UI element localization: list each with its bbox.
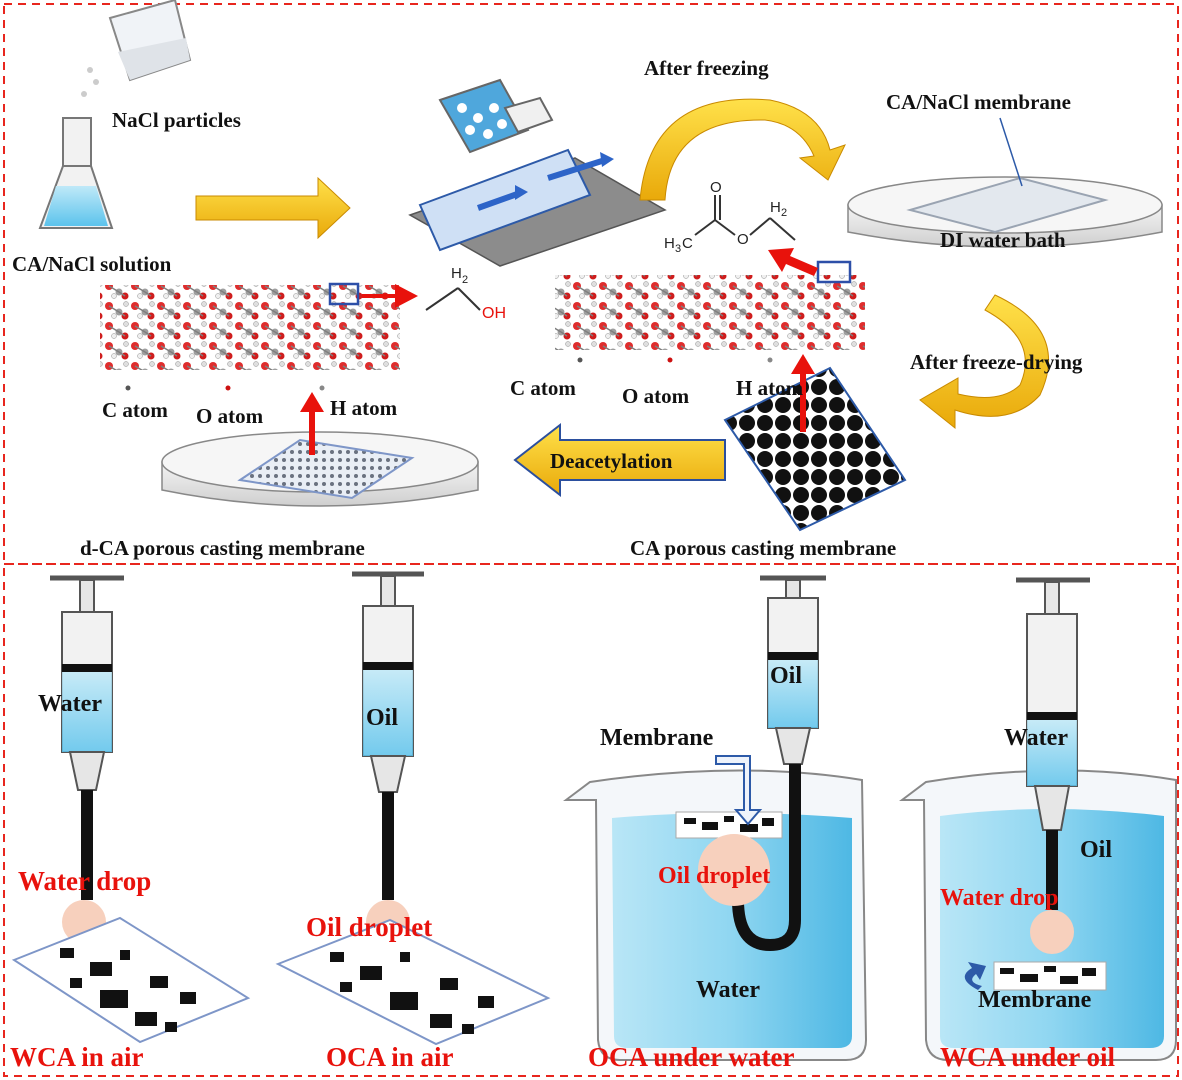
chem-oh-oh: OH <box>482 305 506 322</box>
ch2oh-structure <box>425 287 481 311</box>
syringe-4-fluid-label: Water <box>1004 725 1068 751</box>
medium-4-label: Oil <box>1080 837 1113 863</box>
chem-oh-h2: H <box>451 265 462 282</box>
deacetylation-arrow-icon <box>513 422 726 498</box>
syringe-2-fluid-label: Oil <box>366 705 399 731</box>
ca-nacl-solution-label: CA/NaCl solution <box>12 252 172 276</box>
ca-nacl-membrane-label: CA/NaCl membrane <box>886 90 1071 114</box>
chem-acetyl-c: C <box>682 235 693 252</box>
dca-membrane-label: d-CA porous casting membrane <box>80 536 365 560</box>
syringe-3-icon <box>760 575 826 765</box>
membrane-pores-1 <box>60 948 196 1032</box>
left-molecule-chain <box>100 285 400 370</box>
syringe-3-fluid-label: Oil <box>770 663 803 689</box>
caption-3: OCA under water <box>588 1042 795 1072</box>
left-h-atom-label: H atom <box>330 396 398 420</box>
caption-2: OCA in air <box>326 1042 454 1072</box>
right-h-dot <box>767 357 773 363</box>
after-freezing-label: After freezing <box>644 56 769 80</box>
right-molecule-chain <box>555 275 865 350</box>
left-highlight-box <box>328 282 360 306</box>
right-h-atom-label: H atom <box>736 376 804 400</box>
ca-membrane-label: CA porous casting membrane <box>630 536 897 560</box>
right-c-dot <box>577 357 583 363</box>
flask-icon <box>38 117 114 229</box>
membrane-4-pores <box>1000 966 1096 984</box>
casting-blade-icon <box>408 148 667 267</box>
chem-acetyl-o2: O <box>737 231 749 248</box>
after-freezing-arrow-icon <box>639 98 846 201</box>
chem-acetyl-sub2: 2 <box>781 207 787 219</box>
di-water-dish-icon <box>847 117 1163 248</box>
membrane-sheet-2 <box>275 918 551 1046</box>
right-o-atom-label: O atom <box>622 384 690 408</box>
right-highlight-box <box>816 260 852 284</box>
membrane-sheet-1 <box>11 916 251 1044</box>
j-needle-3 <box>732 764 801 952</box>
bottom-frame <box>3 563 1179 1077</box>
deacetylation-label: Deacetylation <box>550 449 673 473</box>
arrow-right-icon <box>195 176 351 240</box>
left-h-dot <box>319 385 325 391</box>
acetate-structure <box>694 195 796 241</box>
curl-arrow-4-icon <box>964 962 986 990</box>
drop-3-label: Oil droplet <box>658 863 771 889</box>
chem-oh-sub2: 2 <box>462 274 468 286</box>
left-o-dot <box>225 385 231 391</box>
di-water-bath-label: DI water bath <box>940 228 1066 252</box>
drop-1-label: Water drop <box>18 866 152 896</box>
left-o-atom-label: O atom <box>196 404 264 428</box>
after-freeze-drying-arrow-icon <box>919 294 1049 430</box>
chem-acetyl-sub3: 3 <box>675 243 681 255</box>
right-up-arrow-icon <box>791 354 815 432</box>
chem-acetyl-o: O <box>710 179 722 196</box>
syringe-4-icon <box>1016 577 1090 910</box>
membrane-pores-2 <box>330 952 494 1034</box>
syringe-1-fluid-label: Water <box>38 691 102 717</box>
chem-acetyl-h3c: H <box>664 235 675 252</box>
membrane-pointer-3 <box>715 755 763 826</box>
chem-acetyl-h2: H <box>770 199 781 216</box>
caption-4: WCA under oil <box>940 1042 1116 1072</box>
left-c-atom-label: C atom <box>102 398 168 422</box>
water-drop-4 <box>1030 910 1074 954</box>
right-red-arrow-icon <box>768 248 818 276</box>
after-freeze-drying-label: After freeze-drying <box>910 350 1083 374</box>
syringe-1-icon <box>50 575 124 900</box>
syringe-2-icon <box>352 571 424 900</box>
drop-2-label: Oil droplet <box>306 912 433 942</box>
particle-bottle-icon <box>438 78 554 154</box>
membrane-4-label: Membrane <box>978 987 1092 1013</box>
membrane-3-pores <box>684 816 774 832</box>
left-up-arrow-icon <box>300 392 324 455</box>
left-c-dot <box>125 385 131 391</box>
medium-3-label: Water <box>696 977 760 1003</box>
right-o-dot <box>667 357 673 363</box>
caption-1: WCA in air <box>10 1042 144 1072</box>
left-red-arrow-icon <box>362 284 418 308</box>
oil-drop-3 <box>698 834 770 906</box>
right-c-atom-label: C atom <box>510 376 576 400</box>
nacl-particles-label: NaCl particles <box>112 108 241 132</box>
pouring-beaker-icon <box>81 0 192 97</box>
dca-dish-icon <box>161 431 479 507</box>
ca-porous-membrane-icon <box>723 366 907 532</box>
membrane-3-label: Membrane <box>600 725 714 751</box>
drop-4-label: Water drop <box>940 885 1059 911</box>
